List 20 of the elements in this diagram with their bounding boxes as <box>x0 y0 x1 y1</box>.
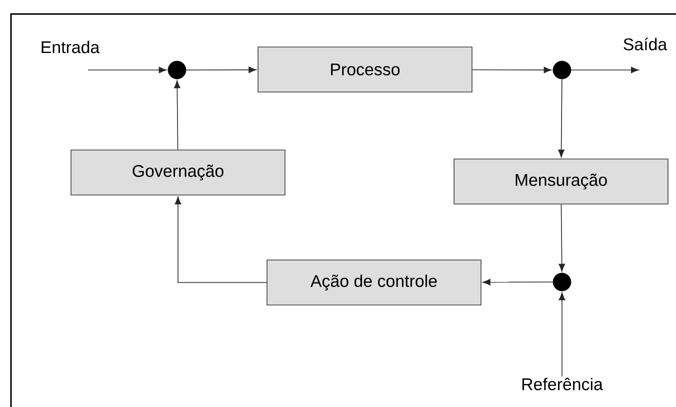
signal-label: Referência <box>522 378 603 390</box>
signal-label: Entrada <box>42 40 100 54</box>
arrow <box>174 80 180 150</box>
signal-label: Saída <box>624 38 668 50</box>
arrow <box>558 78 564 158</box>
arrow <box>88 66 167 74</box>
junction-dot <box>552 272 572 292</box>
arrow <box>558 204 566 272</box>
process-box: Processo <box>258 46 472 92</box>
junction-dot <box>552 60 572 80</box>
process-box: Ação de controle <box>266 260 482 306</box>
arrow <box>570 66 639 74</box>
arrow <box>558 292 566 377</box>
process-box: Mensuração <box>454 158 668 204</box>
junction-dot <box>168 60 186 80</box>
arrow <box>186 66 256 73</box>
process-box: Governação <box>70 150 286 196</box>
arrow <box>472 66 552 74</box>
arrow <box>174 196 267 283</box>
arrow <box>482 279 554 286</box>
